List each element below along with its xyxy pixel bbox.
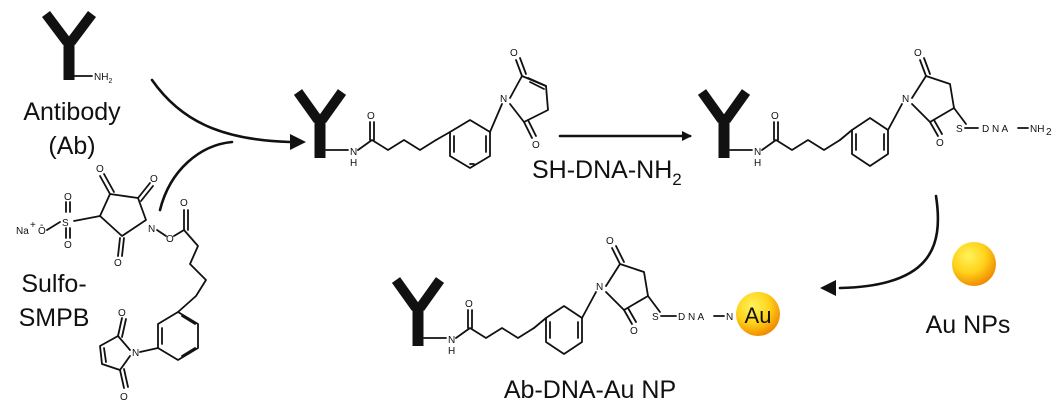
- antibody-start: NH2 Antibody (Ab): [23, 11, 121, 160]
- ab-dna-intermediate: N H O N O O S D N A NH 2: [697, 48, 1052, 169]
- svg-text:O: O: [367, 111, 375, 122]
- svg-text:H: H: [350, 158, 357, 169]
- svg-text:-: -: [40, 220, 43, 231]
- amine-label: NH2: [94, 72, 112, 85]
- antibody-y-icon: [293, 89, 347, 158]
- au-nanoparticles: Au NPs: [926, 242, 1011, 339]
- svg-text:S: S: [62, 218, 69, 229]
- svg-text:O: O: [64, 240, 72, 251]
- antibody-y-icon: [697, 89, 751, 158]
- reaction-arrow-3: [820, 194, 940, 296]
- svg-text:O: O: [118, 308, 126, 319]
- antibody-y-icon: [391, 277, 445, 346]
- svg-text:N: N: [754, 147, 761, 158]
- svg-text:N: N: [350, 147, 357, 158]
- antibody-label: Antibody: [23, 98, 121, 126]
- product-label: Ab-DNA-Au NP: [504, 376, 676, 404]
- svg-text:O: O: [465, 299, 473, 310]
- svg-text:O: O: [96, 164, 104, 175]
- svg-text:O: O: [166, 234, 174, 245]
- reagent-label: SH-DNA-NH2: [532, 156, 682, 189]
- svg-text:O: O: [120, 392, 128, 403]
- antibody-abbr-label: (Ab): [48, 132, 95, 160]
- smpb-label: SMPB: [19, 304, 90, 332]
- svg-text:D N A: D N A: [678, 312, 704, 323]
- svg-text:N: N: [448, 335, 455, 346]
- svg-text:N: N: [902, 94, 909, 105]
- svg-text:O: O: [771, 111, 779, 122]
- gold-nanoparticle-icon: [952, 242, 996, 286]
- reaction-arrow-2: SH-DNA-NH2: [532, 131, 692, 189]
- svg-text:O: O: [180, 198, 188, 209]
- svg-text:N: N: [596, 282, 603, 293]
- svg-text:2: 2: [1046, 127, 1052, 138]
- svg-text:N: N: [500, 94, 507, 105]
- svg-text:O: O: [38, 226, 46, 237]
- au-nps-label: Au NPs: [926, 311, 1011, 339]
- au-symbol-label: Au: [745, 303, 772, 328]
- ab-dna-au-product: N H O N O O S D N A N Au Ab-DNA-Au NP: [391, 236, 780, 404]
- svg-text:O: O: [914, 48, 922, 59]
- ab-smpb-intermediate: N H O N O O: [293, 48, 549, 169]
- svg-text:H: H: [754, 158, 761, 169]
- svg-text:N: N: [132, 348, 139, 359]
- svg-text:O: O: [606, 236, 614, 247]
- svg-text:S: S: [652, 312, 659, 323]
- svg-text:O: O: [510, 48, 518, 59]
- gold-nanoparticle-icon: [736, 292, 780, 336]
- svg-text:+: +: [30, 220, 36, 231]
- svg-text:O: O: [114, 258, 122, 269]
- svg-text:O: O: [936, 138, 944, 149]
- sulfo-label: Sulfo-: [21, 270, 86, 298]
- svg-text:O: O: [64, 192, 72, 203]
- antibody-y-icon: [42, 11, 96, 80]
- svg-text:O: O: [630, 326, 638, 337]
- svg-text:NH: NH: [1030, 124, 1044, 135]
- svg-text:N: N: [726, 312, 733, 323]
- svg-text:H: H: [448, 346, 455, 357]
- reaction-arrow-1: [150, 78, 306, 212]
- svg-text:N: N: [148, 224, 155, 235]
- sulfo-smpb-molecule: Sulfo- SMPB Na + O - S O O O O O N O O: [16, 164, 207, 403]
- svg-text:Na: Na: [16, 226, 29, 237]
- svg-text:O: O: [532, 140, 540, 151]
- svg-text:S: S: [956, 124, 963, 135]
- svg-text:O: O: [150, 174, 158, 185]
- svg-text:D N A: D N A: [982, 124, 1008, 135]
